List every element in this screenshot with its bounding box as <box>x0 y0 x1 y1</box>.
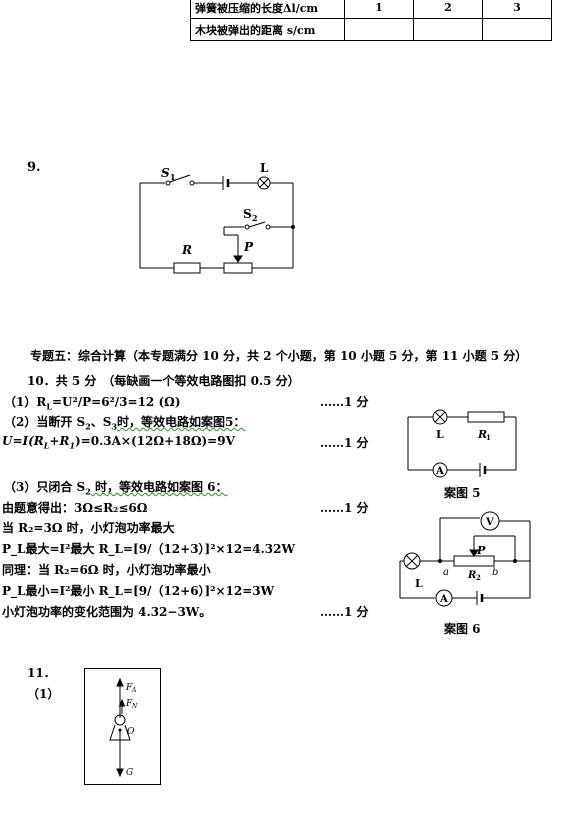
question-11-number: 11． <box>27 666 56 680</box>
figure-5-caption: 案图 5 <box>444 486 481 500</box>
q10-title: 10．共 5 分 （每缺画一个等效电路图扣 0.5 分） <box>27 374 300 388</box>
force-fn-label: F <box>125 699 133 709</box>
q10-line5: 由题意得出：3Ω≤R₂≤6Ω <box>2 501 148 515</box>
figure-6-caption: 案图 6 <box>444 622 481 636</box>
resistor-r-label: R <box>181 243 192 257</box>
table-row: 木块被弹出的距离 s/cm <box>190 18 552 41</box>
q10-line4-b: 时，等效电路如案图 6： <box>90 480 228 494</box>
fig5-ammeter-label: A <box>435 466 444 477</box>
force-g-label: G <box>126 768 133 778</box>
q10-line7: P_L最大=I²最大 R_L=[9/（12+3）]²×12=4.32W <box>2 542 295 556</box>
table-cell: 3 <box>482 0 552 19</box>
q10-line3: U=I(RL+R1)=0.3A×(12Ω+18Ω)=9V <box>2 434 235 450</box>
figure-5-circuit: L R 1 A <box>407 409 517 478</box>
q10-line4-sub: 2 <box>85 486 91 497</box>
table-row-label: 弹簧被压缩的长度Δl/cm <box>190 0 345 19</box>
fig6-lamp-label: L <box>415 577 423 590</box>
fig6-slider-p-label: P <box>476 544 486 557</box>
fig5-r1-label: R <box>477 428 487 441</box>
switch-s2-subscript: 2 <box>252 213 258 223</box>
q10-line6: 当 R₂=3Ω 时，小灯泡功率最大 <box>2 521 175 535</box>
question-11-part1: （1） <box>27 687 60 701</box>
q10-line9: P_L最小=I²最小 R_L=[9/（12+6）]²×12=3W <box>2 584 275 598</box>
lamp-l-label: L <box>260 161 269 175</box>
q10-line4-a: （3）只闭合 S <box>4 480 86 494</box>
q10-line3-c: )=0.3A×(12Ω+18Ω)=9V <box>75 434 235 448</box>
fig6-r2-label: R <box>467 570 476 581</box>
q10-line2: （2）当断开 S2、S3时，等效电路如案图5： <box>4 413 245 431</box>
point-o-label: O <box>127 727 135 737</box>
figure-6-circuit: V P L a R 2 b A <box>399 511 531 607</box>
score-line10: ……1 分 <box>320 605 369 619</box>
table-row: 弹簧被压缩的长度Δl/cm 1 2 3 <box>190 0 552 19</box>
q10-line3-b: +R <box>49 434 70 448</box>
q10-line1-a: （1）R <box>4 395 47 409</box>
score-line1: ……1 分 <box>320 395 369 409</box>
switch-s1-subscript: 1 <box>170 172 176 182</box>
fig6-voltmeter-label: V <box>485 517 494 528</box>
q10-line10: 小灯泡功率的变化范围为 4.32−3W。 <box>2 605 212 619</box>
table-row-label: 木块被弹出的距离 s/cm <box>190 18 345 41</box>
q10-line3-a: U=I(R <box>2 434 44 448</box>
q11-force-diagram: F A F N O G <box>84 668 161 785</box>
q10-line2-sub1: 2 <box>85 421 91 432</box>
fig6-r2-subscript: 2 <box>476 573 481 582</box>
score-line5: ……1 分 <box>320 501 369 515</box>
force-fn-subscript: N <box>131 703 138 710</box>
switch-s2-label: S <box>243 207 252 221</box>
table-cell <box>413 18 483 41</box>
q9-circuit-diagram: S 1 L S 2 R P <box>139 161 295 274</box>
table-cell: 1 <box>344 0 414 19</box>
q10-line2-c: 时，等效电路如案图5： <box>117 415 246 429</box>
q10-line2-b: 、S <box>90 415 112 429</box>
q10-line8: 同理：当 R₂=6Ω 时，小灯泡功率最小 <box>2 563 211 577</box>
q10-line1-sub: L <box>46 401 52 412</box>
q10-line1-b: =U²/P=6²/3=12 (Ω) <box>51 395 181 409</box>
q10-line4: （3）只闭合 S2 时，等效电路如案图 6： <box>4 478 228 496</box>
fig6-ammeter-label: A <box>439 594 448 605</box>
table-cell <box>344 18 414 41</box>
table-cell: 2 <box>413 0 483 19</box>
force-fa-subscript: A <box>131 687 137 694</box>
q10-line3-sub1: L <box>43 440 50 451</box>
top-data-table: 弹簧被压缩的长度Δl/cm 1 2 3 木块被弹出的距离 s/cm <box>190 0 552 41</box>
fig5-r1-subscript: 1 <box>486 433 491 442</box>
force-fa-label: F <box>125 683 133 693</box>
fig6-point-b: b <box>492 567 498 578</box>
section-5-header: 专题五：综合计算（本专题满分 10 分，共 2 个小题，第 10 小题 5 分，… <box>30 349 528 363</box>
fig5-lamp-label: L <box>436 428 444 441</box>
q10-line3-sub2: 1 <box>69 440 76 451</box>
table-cell <box>482 18 552 41</box>
switch-s1-label: S <box>161 166 170 180</box>
q10-line2-sub2: 3 <box>111 421 118 432</box>
fig6-point-a: a <box>443 567 449 578</box>
question-9-number: 9. <box>27 160 41 175</box>
q10-line1: （1）RL=U²/P=6²/3=12 (Ω) <box>4 393 181 411</box>
score-line3: ……1 分 <box>320 436 369 450</box>
slider-p-label: P <box>243 240 254 254</box>
q10-line2-a: （2）当断开 S <box>4 415 86 429</box>
